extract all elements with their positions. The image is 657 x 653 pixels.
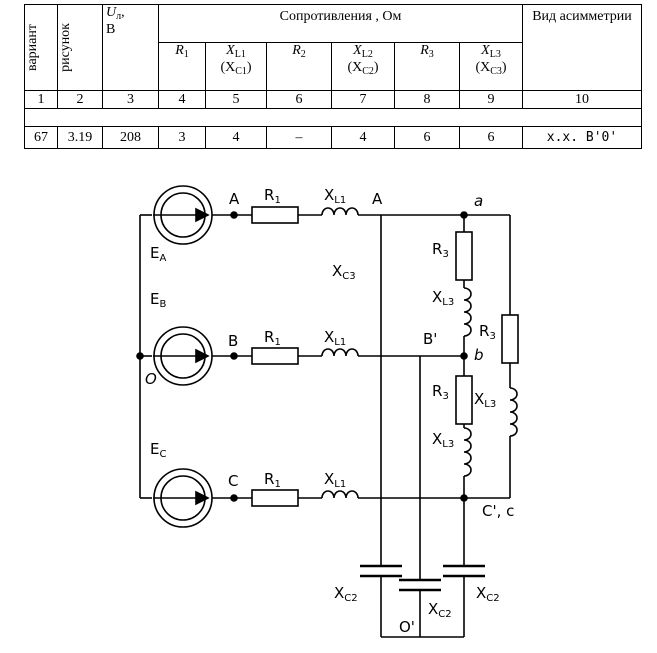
- label-xc2-c: XC2: [476, 584, 500, 604]
- label-r1-c: R1: [264, 470, 281, 490]
- header-xl3: XL3(XC3): [459, 42, 523, 91]
- capacitor-xc2-c: [443, 564, 485, 578]
- label-xc2-a: XC2: [334, 584, 358, 604]
- label-r3-ab: R3: [432, 240, 449, 260]
- label-xc3: XC3: [332, 262, 356, 282]
- source-ec: [153, 468, 213, 528]
- resistor-r1-c: [251, 489, 299, 507]
- label-node-o-prime: O': [399, 618, 415, 636]
- resistor-r3-ab: [455, 231, 473, 281]
- capacitor-xc2-b: [399, 578, 441, 592]
- label-node-a-load: a: [474, 192, 484, 210]
- node-dot-c: [230, 494, 238, 502]
- cell-r3: 6: [394, 126, 460, 149]
- inductor-xl1-a: [321, 207, 359, 216]
- label-r1-b: R1: [264, 328, 281, 348]
- label-xl1-c: XL1: [324, 470, 347, 490]
- header-xl1: XL1(XC1): [205, 42, 267, 91]
- cell-xl1: 4: [205, 126, 267, 149]
- label-source-eb: EB: [150, 290, 167, 310]
- node-dot-o: [136, 352, 144, 360]
- header-asymmetry: Вид асимметрии: [522, 4, 642, 91]
- label-node-c-load: C', c: [482, 502, 515, 520]
- source-ea: [153, 185, 213, 245]
- header-r2: R2: [266, 42, 332, 91]
- resistor-r1-b: [251, 347, 299, 365]
- resistor-r1-a: [251, 206, 299, 224]
- header-variant: вариант: [24, 4, 58, 91]
- cell-r2: –: [266, 126, 332, 149]
- label-xl3-ac: XL3: [474, 390, 497, 410]
- node-dot-a: [230, 211, 238, 219]
- source-eb: [153, 326, 213, 386]
- label-node-o: O: [145, 370, 157, 388]
- resistor-r3-bc: [455, 375, 473, 425]
- label-xl1-a: XL1: [324, 186, 347, 206]
- node-dot-b: [230, 352, 238, 360]
- parameters-table: вариант рисунок Uл,В Сопротивления , Ом …: [24, 4, 642, 149]
- label-source-ea: EA: [150, 244, 167, 264]
- cell-r1: 3: [158, 126, 206, 149]
- variant-row: 67 3.19 208 3 4 – 4 6 6 х.х. B'0': [24, 126, 642, 149]
- label-r3-ac: R3: [479, 322, 496, 342]
- cell-xl3: 6: [459, 126, 523, 149]
- label-xl1-b: XL1: [324, 328, 347, 348]
- label-node-b: B: [228, 332, 239, 350]
- column-number-row: 1 2 3 4 5 6 7 8 9 10: [24, 90, 642, 109]
- header-resistances: Сопротивления , Ом: [158, 4, 523, 43]
- header-voltage: Uл,В: [102, 4, 159, 91]
- resistor-r3-ac: [501, 314, 519, 364]
- inductor-xl3-ab: [463, 287, 472, 337]
- label-node-c: C: [228, 472, 239, 490]
- label-xl3-ab: XL3: [432, 288, 455, 308]
- cell-asymmetry: х.х. B'0': [522, 126, 642, 149]
- label-node-a2: A: [372, 190, 383, 208]
- label-r3-bc: R3: [432, 382, 449, 402]
- label-xl3-bc: XL3: [432, 430, 455, 450]
- label-node-a: A: [229, 190, 240, 208]
- cell-figure: 3.19: [57, 126, 103, 149]
- label-r1-a: R1: [264, 186, 281, 206]
- header-r3: R3: [394, 42, 460, 91]
- label-xc2-b: XC2: [428, 600, 452, 620]
- inductor-xl1-c: [321, 490, 359, 499]
- inductor-xl3-ac: [509, 387, 518, 437]
- capacitor-xc2-a: [360, 564, 402, 578]
- label-node-b-prime: B': [423, 330, 438, 348]
- node-dot-c-load: [460, 494, 468, 502]
- header-r1: R1: [158, 42, 206, 91]
- header-xl2: XL2(XC2): [331, 42, 395, 91]
- label-source-ec: EC: [150, 440, 167, 460]
- inductor-xl3-bc: [463, 427, 472, 477]
- inductor-xl1-b: [321, 348, 359, 357]
- label-node-b-load: b: [474, 346, 484, 364]
